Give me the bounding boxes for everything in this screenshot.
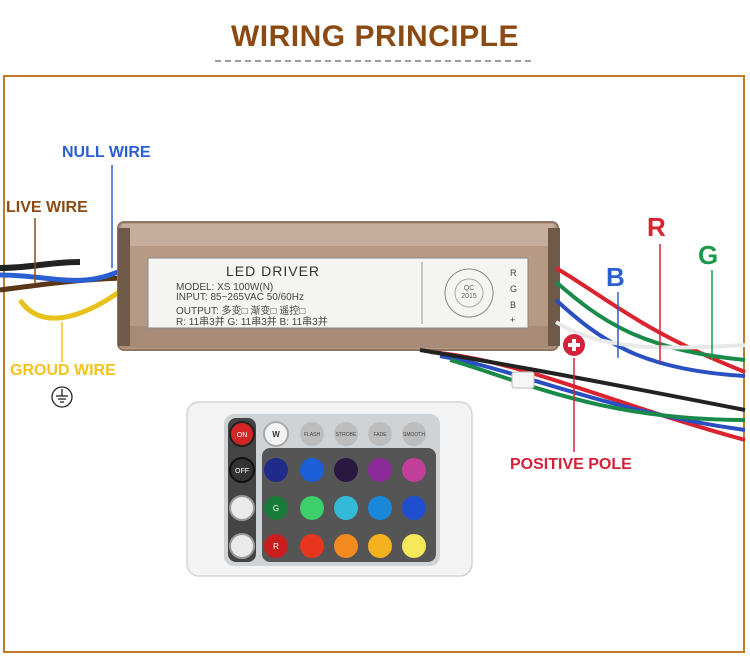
ground-wire-label: GROUD WIRE	[10, 362, 116, 379]
driver-model: MODEL: XS 100W(N)	[176, 282, 274, 293]
positive-pole-label: POSITIVE POLE	[510, 456, 632, 473]
on-button-label: ON	[237, 432, 248, 439]
color-button	[264, 534, 288, 558]
title-divider	[215, 60, 531, 62]
terminal-plus: +	[510, 315, 516, 325]
white-button	[263, 421, 289, 447]
flash-button-label: FLASH	[304, 432, 321, 438]
color-button	[368, 496, 392, 520]
wire-white-out	[554, 320, 746, 350]
white-button-label: W	[272, 430, 280, 439]
illustration-part	[572, 339, 576, 351]
red-label: R	[647, 212, 666, 242]
driver-title: LED DRIVER	[226, 263, 321, 279]
off-button-label: OFF	[235, 468, 249, 475]
terminal-g: G	[510, 284, 518, 294]
illustration-part	[51, 386, 73, 408]
null-wire-label: NULL WIRE	[62, 144, 151, 161]
color-button	[402, 458, 426, 482]
color-button	[334, 496, 358, 520]
qc-year: 2015	[461, 293, 477, 300]
color-button	[264, 496, 288, 520]
illustration-part	[228, 418, 256, 562]
rgb-connector	[511, 371, 535, 389]
color-button	[300, 534, 324, 558]
ground-wire-yellow	[17, 287, 124, 321]
terminal-r: R	[510, 268, 517, 278]
r-button-label: R	[273, 542, 279, 551]
brightness-down-button	[229, 533, 255, 559]
strobe-button-label: STROBE	[336, 432, 357, 438]
ground-symbol-icon	[51, 386, 73, 408]
live-wire-label: LIVE WIRE	[6, 199, 88, 216]
color-button	[402, 534, 426, 558]
qc-seal-text: QC 2015	[454, 285, 484, 301]
terminal-b: B	[510, 300, 517, 310]
flash-button	[300, 422, 324, 446]
wire-bundle-lower-2	[439, 354, 746, 432]
wire-bundle-lower-3	[449, 358, 746, 422]
green-label: G	[698, 240, 719, 270]
page-title: WIRING PRINCIPLE	[230, 20, 519, 53]
qc-seal	[444, 268, 494, 318]
color-button	[334, 458, 358, 482]
null-wire-blue	[0, 267, 124, 283]
color-button	[300, 458, 324, 482]
wire-blue-out	[554, 298, 746, 378]
color-button	[334, 534, 358, 558]
smooth-button	[402, 422, 426, 446]
strobe-button	[334, 422, 358, 446]
color-button	[368, 458, 392, 482]
driver-left-cap	[118, 228, 130, 346]
illustration-part	[454, 278, 484, 308]
color-button	[368, 534, 392, 558]
driver-channels: R: 11串3并 G: 11串3并 B: 11串3并	[176, 317, 328, 328]
fade-button	[368, 422, 392, 446]
smooth-button-label: SMOOTH	[403, 432, 425, 438]
off-button	[229, 457, 255, 483]
brightness-up-button	[229, 495, 255, 521]
qc-label: QC	[463, 285, 475, 292]
driver-right-cap	[548, 228, 560, 346]
blue-label: B	[606, 262, 625, 292]
wire-green-out	[554, 280, 746, 362]
color-button	[264, 458, 288, 482]
driver-bottom-face	[122, 326, 554, 348]
driver-output: OUTPUT: 多变□ 渐变□ 遥控□	[176, 306, 306, 317]
color-button	[300, 496, 324, 520]
driver-input: INPUT: 85~265VAC 50/60Hz	[176, 292, 304, 303]
color-button	[402, 496, 426, 520]
black-wire-left	[0, 259, 81, 271]
on-button	[229, 421, 255, 447]
fade-button-label: FADE	[373, 432, 387, 438]
g-button-label: G	[273, 504, 279, 513]
wire-bundle-lower-4	[419, 348, 746, 412]
driver-top-face	[122, 224, 554, 246]
